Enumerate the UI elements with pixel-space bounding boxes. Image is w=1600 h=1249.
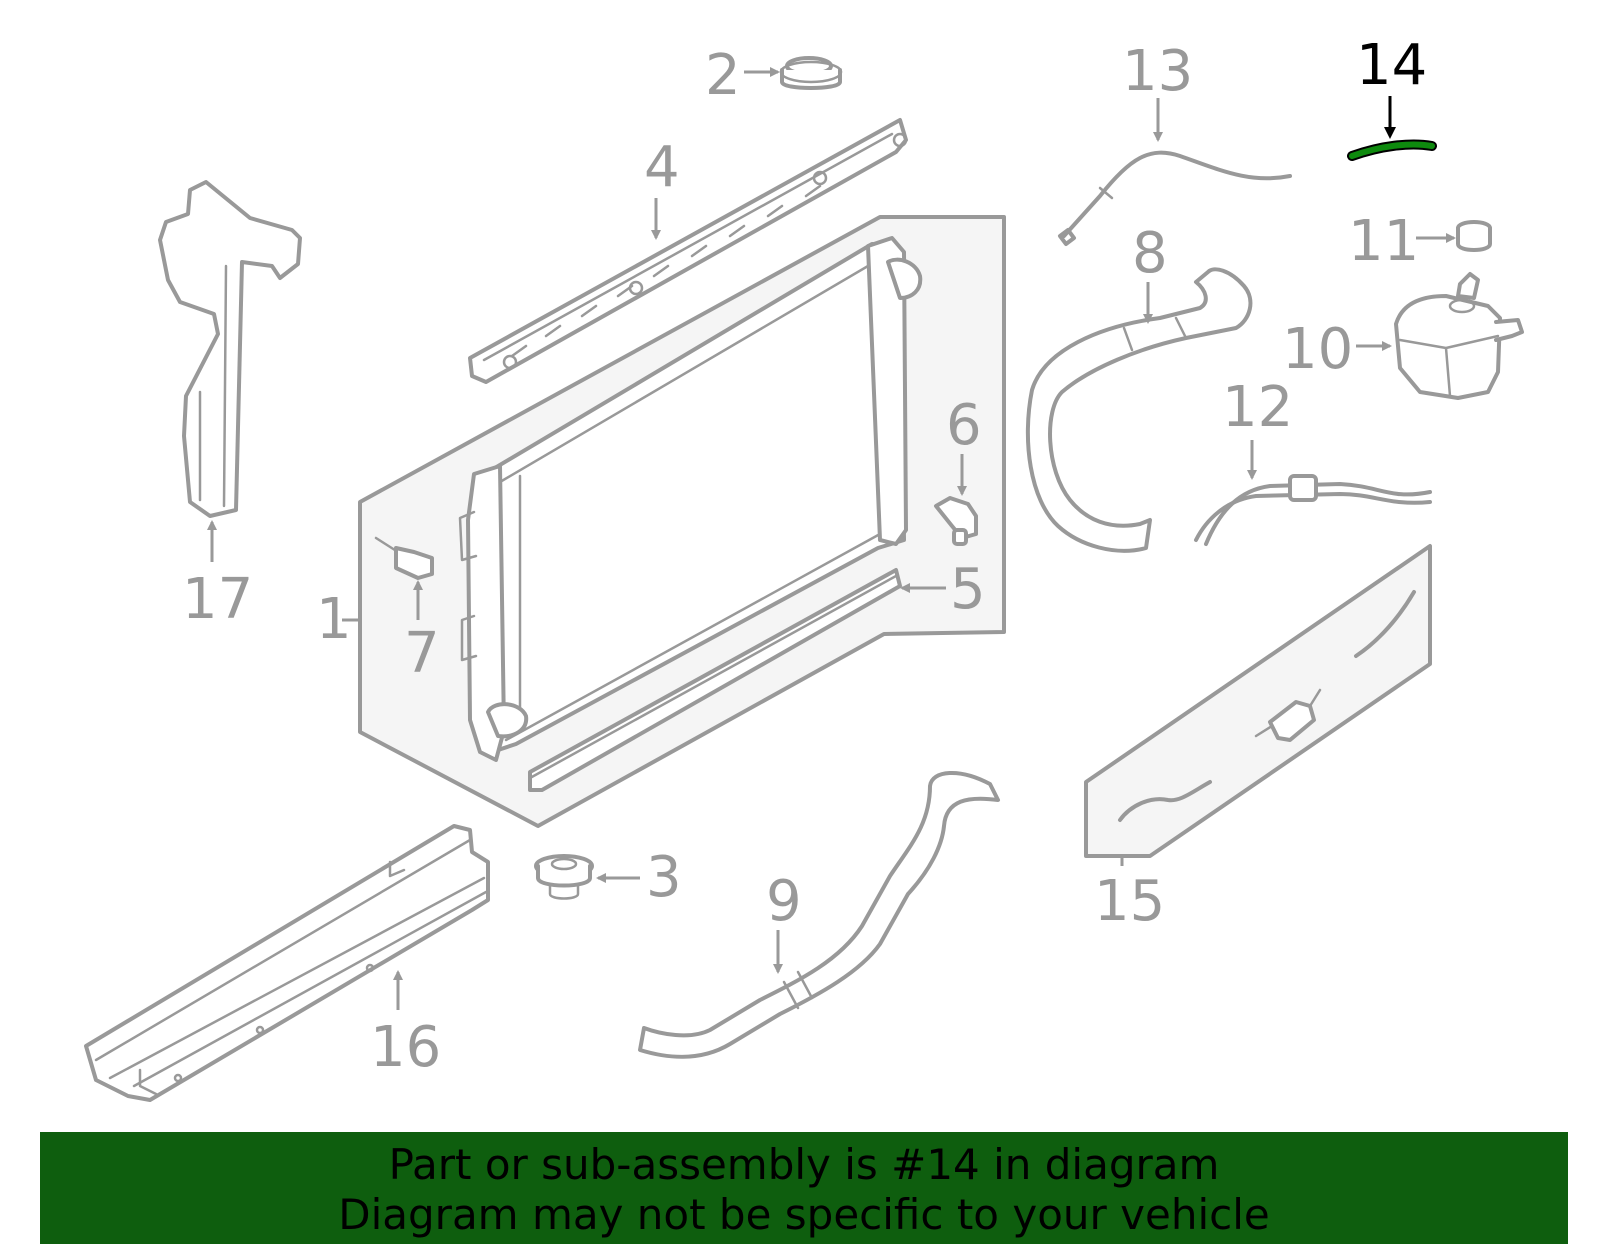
lower-air-guide[interactable]: [84, 824, 490, 1102]
callout-11: 11: [1348, 209, 1419, 274]
callout-2: 2: [705, 43, 741, 108]
part-info-banner: Part or sub-assembly is #14 in diagram D…: [40, 1132, 1568, 1244]
callout-7: 7: [404, 621, 440, 686]
radiator-assembly-group[interactable]: [358, 215, 1006, 828]
callout-3: 3: [646, 845, 682, 910]
radiator-left-tank: [466, 464, 506, 762]
upper-radiator-hose[interactable]: [1025, 267, 1253, 553]
lower-radiator-hose[interactable]: [638, 770, 1000, 1059]
callout-8: 8: [1132, 221, 1168, 286]
callout-15: 15: [1094, 869, 1165, 934]
callout-4: 4: [644, 135, 680, 200]
callout-6: 6: [946, 393, 982, 458]
side-air-guide[interactable]: [158, 180, 302, 518]
callout-10: 10: [1282, 317, 1353, 382]
upper-radiator-support[interactable]: [468, 118, 908, 384]
banner-line-disclaimer: Diagram may not be specific to your vehi…: [338, 1190, 1270, 1239]
overflow-hose[interactable]: [1058, 150, 1292, 246]
radiator-upper-outlet: [886, 257, 923, 300]
callout-14: 14: [1356, 33, 1427, 98]
hose-kit-box: [1084, 544, 1432, 858]
banner-line-part-number: Part or sub-assembly is #14 in diagram: [388, 1140, 1220, 1189]
callout-1: 1: [316, 587, 352, 652]
parts-diagram: 2 4 13 14 11 8 10 12 6 5 7 1 17 3 9 15 1…: [84, 33, 1524, 1102]
callout-12: 12: [1222, 375, 1293, 440]
callout-13: 13: [1122, 39, 1193, 104]
callout-17: 17: [182, 567, 253, 632]
reservoir-cap[interactable]: [1456, 220, 1492, 252]
hose-kit-group[interactable]: [1084, 544, 1432, 858]
highlighted-hose-part-14[interactable]: [1347, 139, 1437, 161]
callout-9: 9: [766, 869, 802, 934]
upper-mount-bushing[interactable]: [779, 56, 843, 90]
callout-5: 5: [950, 557, 986, 622]
callout-16: 16: [370, 1015, 441, 1080]
coolant-reservoir[interactable]: [1394, 272, 1524, 400]
temperature-sensor[interactable]: [374, 536, 434, 580]
radiator-right-tank: [866, 236, 908, 546]
drain-plug[interactable]: [934, 496, 978, 546]
lower-mount-bushing[interactable]: [534, 854, 594, 900]
radiator-lower-outlet: [486, 702, 529, 739]
bypass-hose[interactable]: [1194, 474, 1432, 546]
